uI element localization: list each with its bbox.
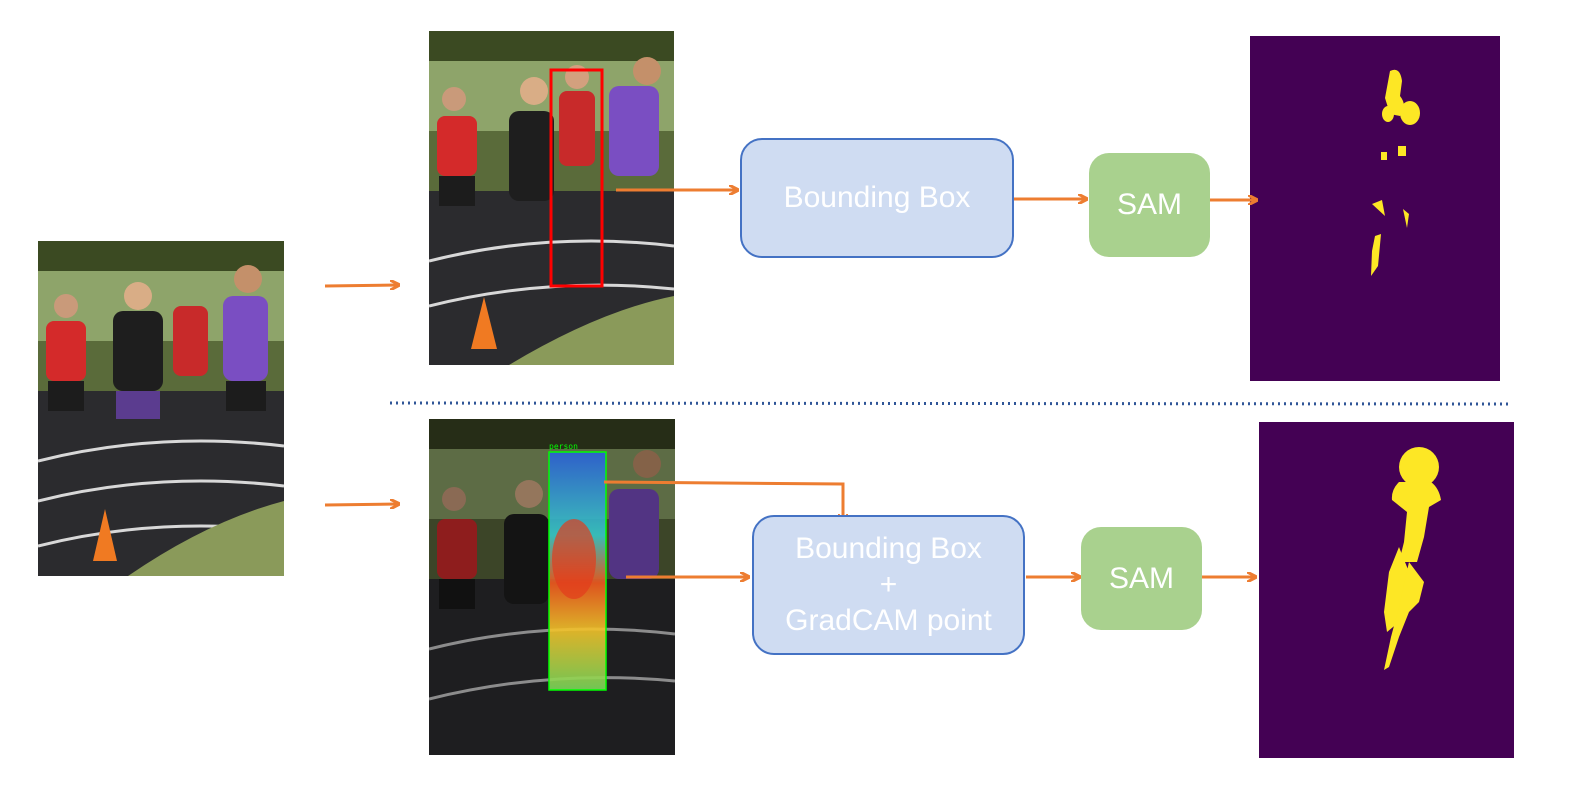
detection-label: person	[549, 442, 578, 451]
bottom-gradcam-image	[429, 419, 675, 755]
green-bounding-box	[548, 451, 607, 691]
bottom-sam-node: SAM	[1081, 527, 1202, 630]
top-sam-node: SAM	[1089, 153, 1210, 257]
red-bounding-box	[549, 68, 604, 288]
input-image	[38, 241, 284, 576]
bottom-bbox-line2: +	[879, 568, 898, 601]
bottom-mask-output	[1259, 422, 1514, 758]
dotted-divider	[389, 401, 1509, 406]
arrow-input-to-bottom	[324, 504, 398, 505]
arrow-bottom-box-to-bbox	[603, 480, 843, 522]
arrow-input-to-top	[324, 285, 398, 286]
bottom-sam-label: SAM	[1108, 561, 1174, 595]
top-sam-label: SAM	[1116, 188, 1182, 221]
bottom-bbox-line1: Bounding Box	[795, 532, 982, 565]
bottom-bbox-line3: GradCAM point	[785, 604, 992, 637]
top-bounding-box-label: Bounding Box	[783, 181, 971, 214]
top-mask-output	[1250, 36, 1500, 381]
bottom-bounding-box-gradcam-node: Bounding Box + GradCAM point	[752, 515, 1025, 655]
top-bounding-box-node: Bounding Box	[740, 138, 1014, 258]
